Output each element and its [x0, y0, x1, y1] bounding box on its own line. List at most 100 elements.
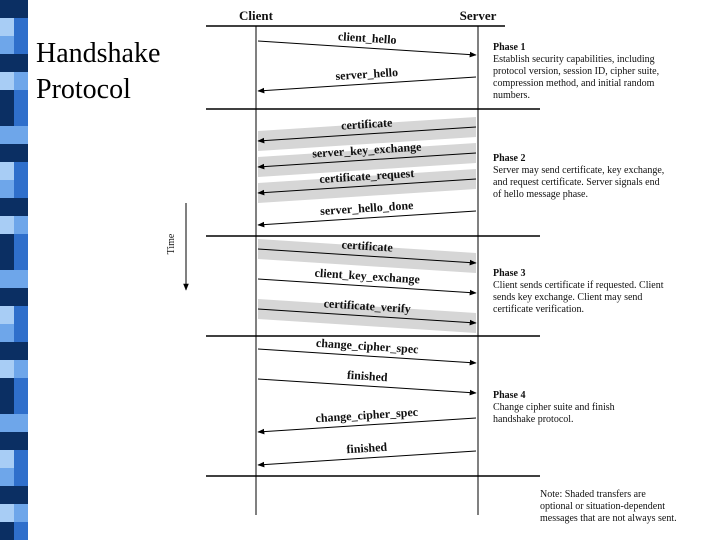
strip-block: [0, 360, 14, 378]
slide-title-line-2: Protocol: [36, 74, 131, 105]
slide-title: Handshake Protocol: [36, 36, 160, 108]
phase-3-line-1: Client sends certificate if requested. C…: [493, 280, 664, 291]
strip-block: [14, 450, 28, 468]
strip-block: [14, 486, 28, 504]
strip-block: [0, 432, 14, 450]
message-label: server_hello_done: [320, 198, 415, 218]
message-label: client_hello: [338, 29, 397, 47]
strip-block: [0, 468, 14, 486]
strip-block: [0, 396, 14, 414]
strip-block: [0, 18, 14, 36]
message-arrow: [257, 417, 477, 435]
strip-block: [0, 144, 14, 162]
phase-3-line-3: certificate verification.: [493, 304, 584, 315]
slide-title-line-1: Handshake: [36, 38, 161, 69]
strip-block: [0, 306, 14, 324]
strip-block: [0, 234, 14, 252]
message-label: finished: [347, 368, 389, 385]
message-arrow: [257, 178, 477, 196]
strip-block: [14, 252, 28, 270]
message-arrow: [257, 76, 477, 94]
strip-block: [0, 522, 14, 540]
strip-block: [14, 342, 28, 360]
message-arrow: [257, 450, 477, 468]
note-line-1: Note: Shaded transfers are: [540, 489, 646, 500]
strip-block: [0, 54, 14, 72]
strip-block: [0, 450, 14, 468]
strip-block: [14, 522, 28, 540]
message-label: certificate_verify: [323, 296, 411, 316]
strip-block: [0, 36, 14, 54]
strip-block: [0, 288, 14, 306]
message-label: server_hello: [335, 65, 398, 83]
server-header: Server: [460, 8, 497, 23]
phase-2-description: Phase 2 Server may send certificate, key…: [493, 153, 664, 200]
strip-block: [14, 432, 28, 450]
strip-block: [0, 90, 14, 108]
strip-block: [0, 108, 14, 126]
strip-block: [14, 198, 28, 216]
message-label: certificate: [341, 115, 394, 132]
strip-block: [0, 324, 14, 342]
strip-block: [0, 504, 14, 522]
strip-block: [14, 396, 28, 414]
strip-block: [0, 180, 14, 198]
strip-block: [14, 36, 28, 54]
message-arrow: [257, 126, 477, 144]
strip-block: [14, 72, 28, 90]
strip-block: [14, 108, 28, 126]
strip-block: [14, 234, 28, 252]
strip-block: [14, 18, 28, 36]
message-arrow: [257, 378, 477, 396]
message-arrow: [257, 308, 477, 326]
strip-block: [14, 468, 28, 486]
message-arrow: [257, 152, 477, 170]
strip-block: [14, 216, 28, 234]
strip-block: [14, 414, 28, 432]
strip-block: [14, 288, 28, 306]
strip-block: [14, 324, 28, 342]
phase-4-line-1: Change cipher suite and finish: [493, 402, 615, 413]
strip-block: [14, 378, 28, 396]
note-line-3: messages that are not always sent.: [540, 513, 677, 524]
phase-3-line-2: sends key exchange. Client may send: [493, 292, 642, 303]
strip-block: [0, 342, 14, 360]
strip-block: [14, 54, 28, 72]
message-label: finished: [346, 440, 388, 457]
phase-2-title: Phase 2: [493, 153, 526, 164]
phase-2-line-1: Server may send certificate, key exchang…: [493, 165, 664, 176]
strip-block: [14, 0, 28, 18]
message-arrow: [257, 248, 477, 266]
phase-1-line-4: numbers.: [493, 90, 530, 101]
phase-1-line-3: compression method, and initial random: [493, 78, 655, 89]
strip-block: [0, 252, 14, 270]
message-label: certificate_request: [319, 166, 415, 186]
strip-block: [14, 306, 28, 324]
note-line-2: optional or situation-dependent: [540, 501, 665, 512]
strip-block: [14, 270, 28, 288]
decorative-side-strip: [0, 0, 28, 540]
message-arrow: [257, 210, 477, 228]
strip-block: [0, 216, 14, 234]
strip-block: [14, 90, 28, 108]
strip-block: [14, 360, 28, 378]
client-header: Client: [239, 8, 274, 23]
messages-layer: client_hello server_hello certificate serve…: [257, 29, 477, 468]
message-label: change_cipher_spec: [316, 336, 420, 357]
message-arrow: [257, 348, 477, 366]
strip-block: [0, 198, 14, 216]
message-label: change_cipher_spec: [315, 405, 419, 426]
strip-block: [0, 162, 14, 180]
strip-block: [14, 126, 28, 144]
phase-1-title: Phase 1: [493, 42, 526, 53]
strip-block: [0, 126, 14, 144]
strip-block: [14, 504, 28, 522]
strip-block: [14, 162, 28, 180]
time-axis-label: Time: [166, 233, 177, 254]
phase-3-title: Phase 3: [493, 268, 526, 279]
phase-1-description: Phase 1 Establish security capabilities,…: [493, 42, 659, 101]
message-arrow: [257, 278, 477, 296]
strip-block: [0, 378, 14, 396]
strip-block: [0, 72, 14, 90]
